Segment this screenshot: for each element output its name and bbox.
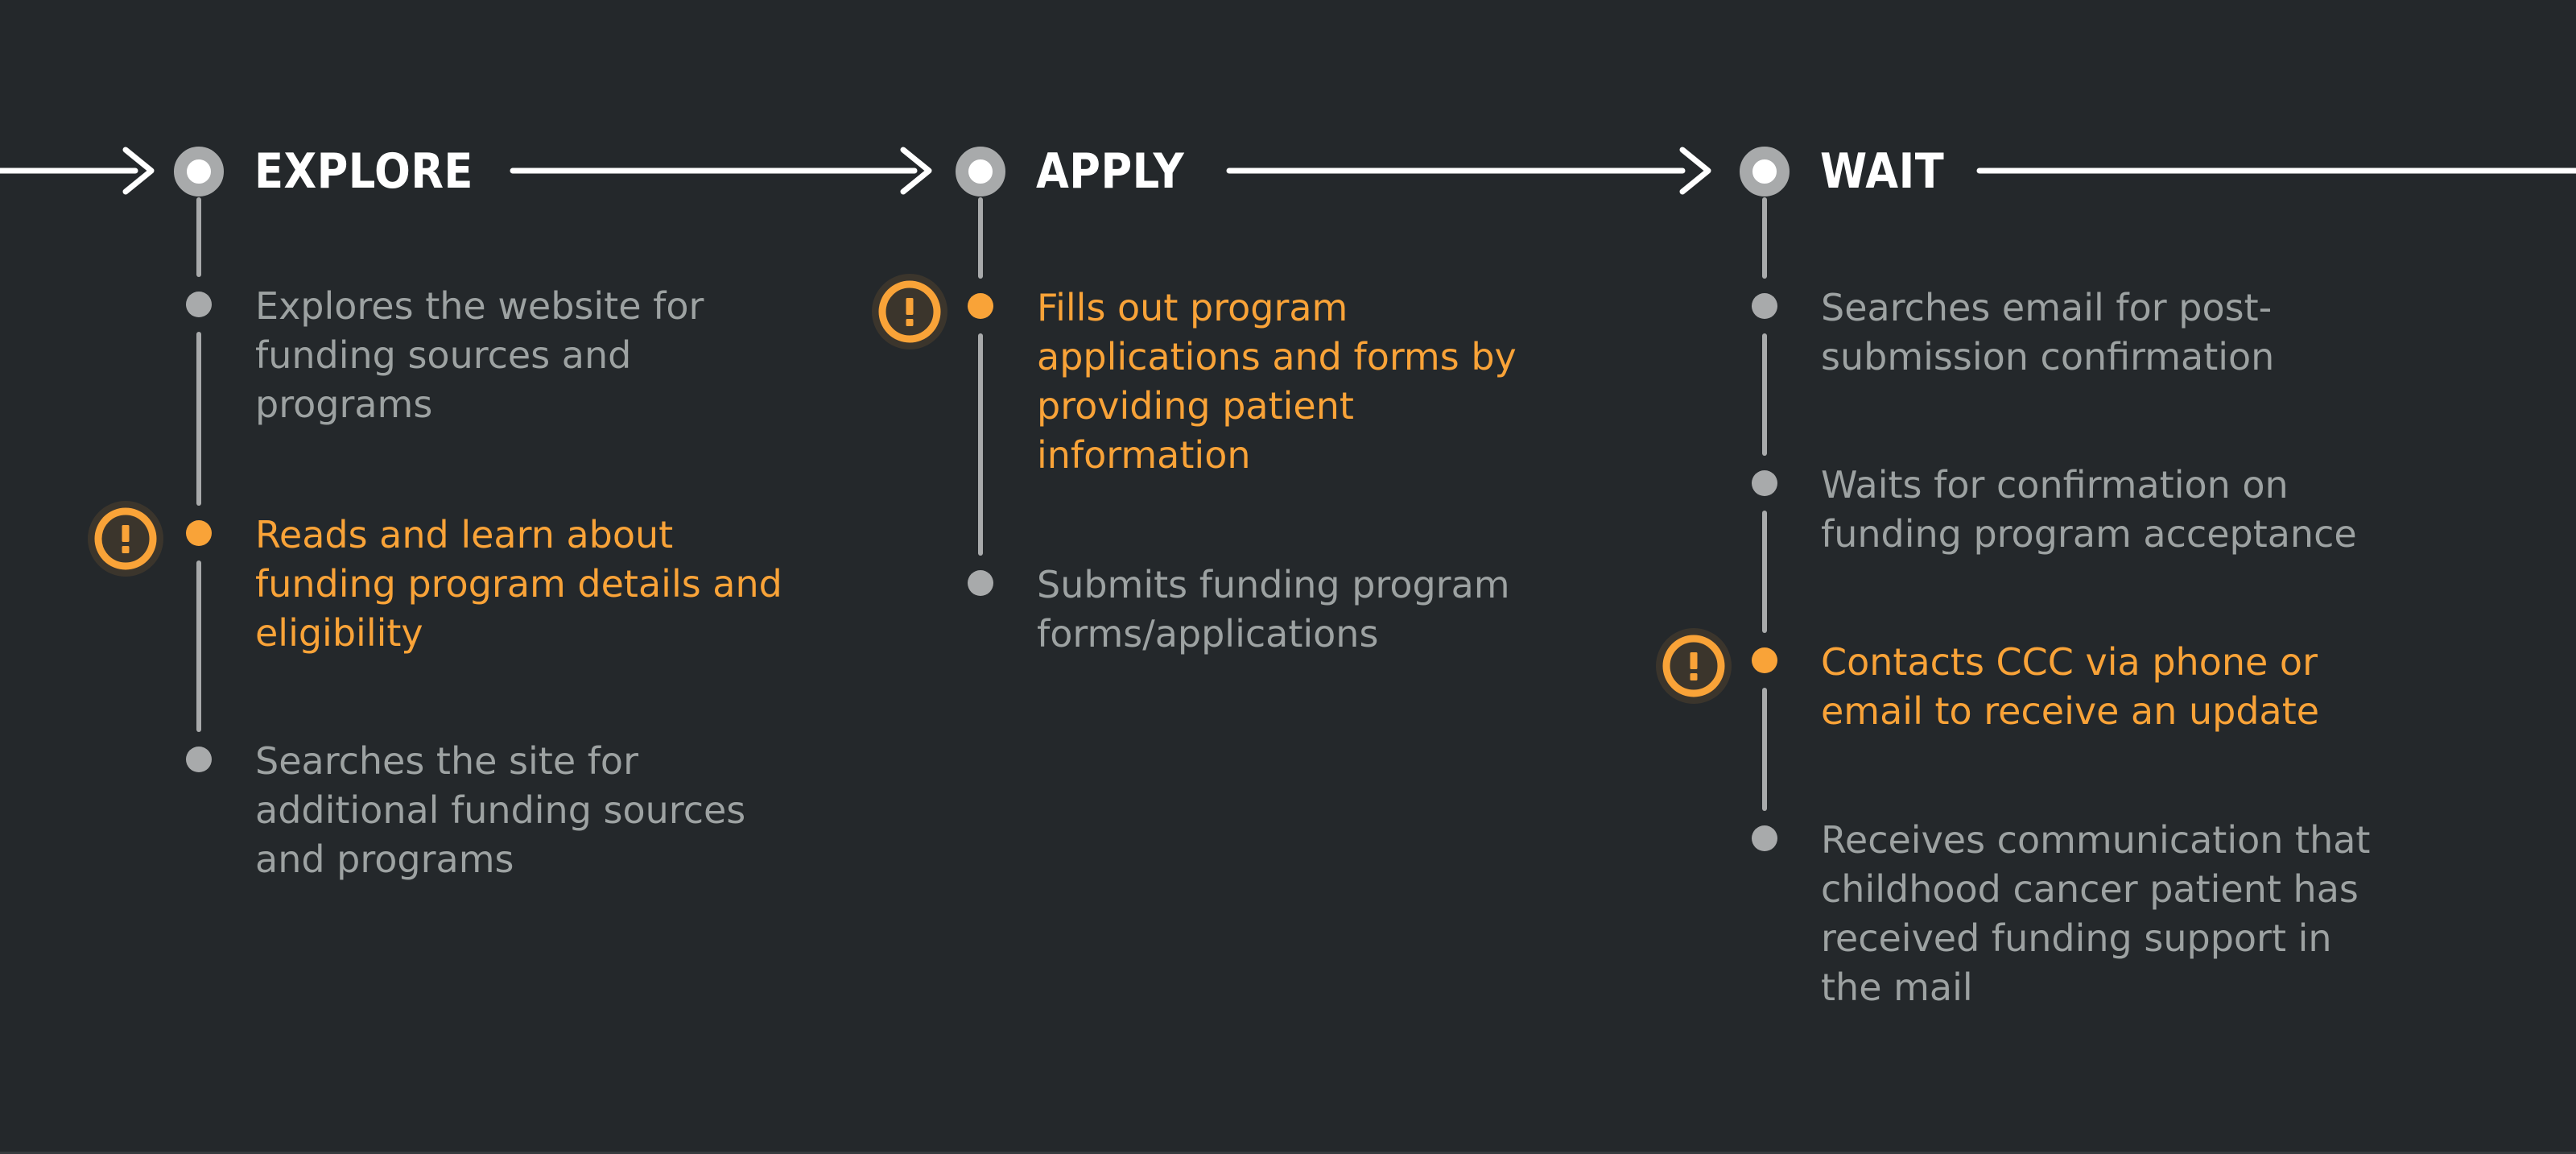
right-arrow-icon bbox=[0, 147, 155, 195]
right-arrow-icon bbox=[510, 147, 932, 195]
timeline-segment bbox=[196, 197, 201, 277]
step-text: Submits funding program forms/applicatio… bbox=[1037, 563, 1510, 656]
step-dot bbox=[1752, 470, 1777, 496]
step-text: Explores the website for funding sources… bbox=[255, 284, 704, 426]
timeline-segment bbox=[1762, 511, 1767, 633]
timeline-segment bbox=[978, 197, 983, 279]
step-dot bbox=[186, 292, 212, 317]
step-text-highlighted: Fills out program applications and forms… bbox=[1037, 286, 1517, 477]
step-dot bbox=[1752, 293, 1777, 319]
warning-icon bbox=[1656, 628, 1732, 704]
step-dot bbox=[968, 570, 993, 596]
step-text-highlighted: Contacts CCC via phone or email to recei… bbox=[1821, 640, 2320, 733]
step-dot-highlighted bbox=[1752, 647, 1777, 673]
timeline-segment bbox=[1762, 197, 1767, 279]
timeline-segment bbox=[1762, 333, 1767, 456]
timeline-segment bbox=[978, 333, 983, 556]
step-text: Waits for confirmation on funding progra… bbox=[1821, 463, 2357, 556]
phase-marker-circle bbox=[1740, 147, 1790, 196]
phase-apply: APPLY Fills out program applications and… bbox=[872, 0, 1680, 1154]
warning-icon bbox=[88, 501, 163, 577]
step-text: Receives communication that childhood ca… bbox=[1821, 818, 2371, 1009]
phase-wait: WAIT Searches email for post- submission… bbox=[1656, 0, 2464, 1154]
step-text: Searches email for post- submission conf… bbox=[1821, 286, 2275, 378]
step-dot-highlighted bbox=[968, 293, 993, 319]
step-text: Searches the site for additional funding… bbox=[255, 739, 746, 881]
phase-title: APPLY bbox=[1036, 143, 1185, 200]
phase-title: WAIT bbox=[1820, 143, 1945, 200]
phase-marker-circle bbox=[956, 147, 1005, 196]
step-dot-highlighted bbox=[186, 520, 212, 546]
timeline-segment bbox=[196, 560, 201, 732]
phase-title: EXPLORE bbox=[254, 143, 473, 200]
step-dot bbox=[1752, 825, 1777, 851]
right-arrow-icon bbox=[1226, 147, 1711, 195]
timeline-segment bbox=[196, 332, 201, 506]
warning-icon bbox=[872, 274, 947, 350]
step-text-highlighted: Reads and learn about funding program de… bbox=[255, 513, 782, 655]
timeline-segment bbox=[1762, 688, 1767, 811]
phase-marker-circle bbox=[174, 147, 224, 196]
bottom-edge-line bbox=[0, 1152, 2576, 1154]
step-dot bbox=[186, 747, 212, 772]
phase-explore: EXPLORE Explores the website for funding… bbox=[88, 0, 898, 1154]
